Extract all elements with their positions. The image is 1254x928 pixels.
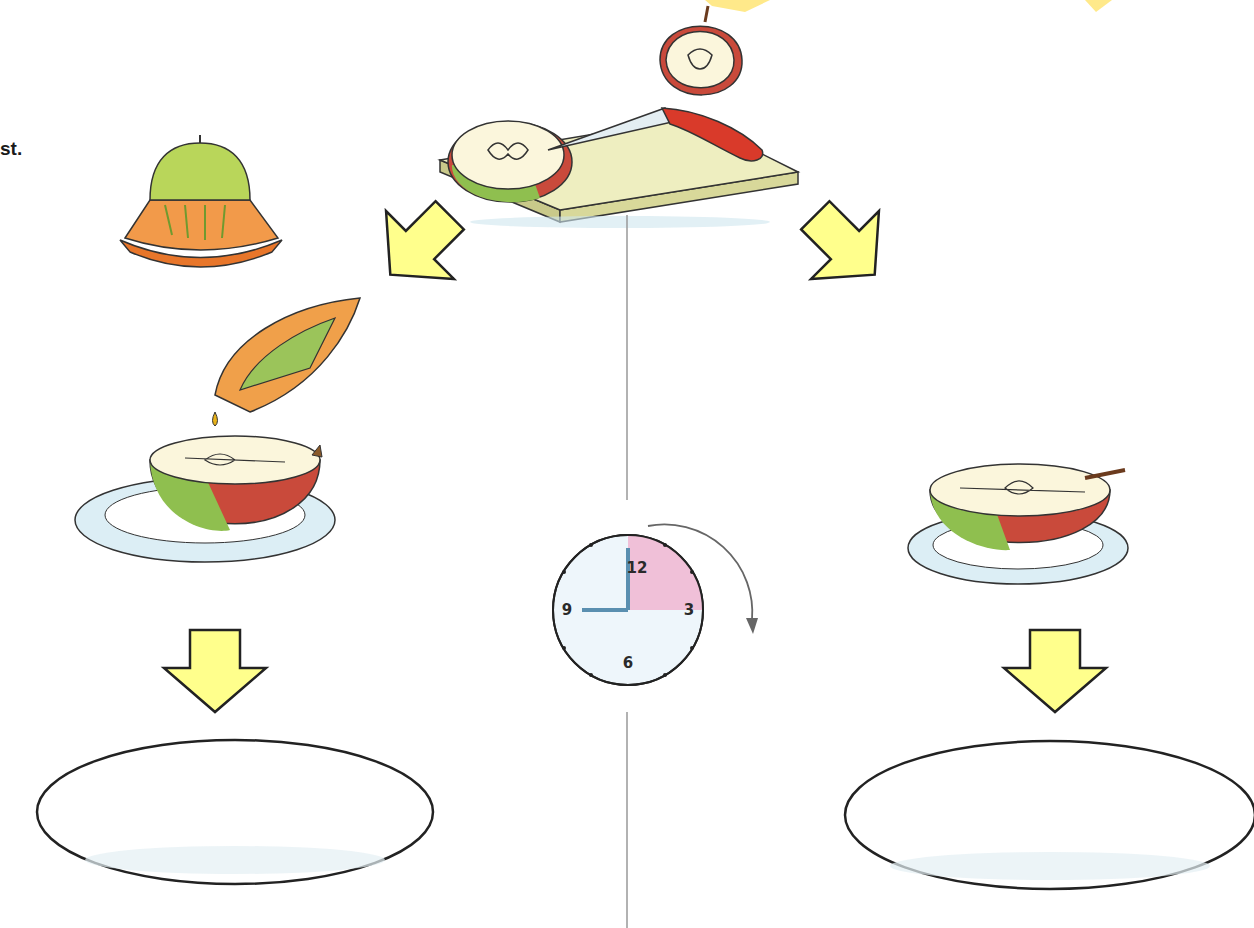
apple-half <box>660 6 742 95</box>
yellow-arrow <box>781 181 908 308</box>
apple-stem <box>705 6 708 22</box>
tick <box>690 646 694 650</box>
tick <box>562 570 566 574</box>
clock <box>553 524 758 685</box>
apple-flesh <box>930 464 1110 516</box>
empty-oval <box>37 740 433 884</box>
clock-rim <box>553 535 703 685</box>
clock-numeral: 12 <box>627 559 648 577</box>
pouring-squeezer <box>213 298 361 426</box>
tick <box>589 543 593 547</box>
shadow <box>85 846 385 874</box>
apple-skin <box>660 26 742 95</box>
tick <box>663 543 667 547</box>
apple-flesh <box>150 436 320 484</box>
clock-hand <box>626 548 630 610</box>
apple-core <box>688 49 712 69</box>
divider-line <box>626 712 628 928</box>
juice-drop <box>213 412 218 426</box>
clock-face <box>553 535 703 685</box>
lemon-squeezer <box>120 135 282 267</box>
shadow <box>890 852 1210 880</box>
apple-flesh <box>452 121 564 189</box>
time-arrow <box>648 524 752 620</box>
lemon-juice-lines <box>165 205 225 240</box>
lemon-half <box>150 143 250 200</box>
shadow <box>470 216 770 228</box>
apple-core <box>960 481 1085 494</box>
empty-oval <box>845 741 1254 889</box>
tick <box>663 673 667 677</box>
divider-line <box>626 215 628 500</box>
knife-blade <box>548 108 672 150</box>
apple-stem <box>312 445 322 457</box>
yellow-arrow <box>164 630 266 712</box>
clock-numeral: 6 <box>623 654 633 672</box>
knife-handle <box>662 108 763 161</box>
time-arrowhead <box>746 618 758 634</box>
clock-numeral: 9 <box>562 601 572 619</box>
plate-apple <box>908 464 1128 584</box>
apple-half <box>448 121 572 202</box>
apple-flesh <box>666 32 734 88</box>
squeezer-cone <box>240 318 335 390</box>
lemon-tip <box>199 135 201 143</box>
squeezer-cone <box>125 200 278 250</box>
cropped-text: st. <box>0 138 22 160</box>
knife <box>548 108 763 161</box>
apple-skin <box>448 122 572 202</box>
yellow-arrow <box>356 181 483 308</box>
apple-core <box>488 143 528 159</box>
tick <box>589 673 593 677</box>
squeezer-bowl <box>215 298 360 412</box>
apple-core <box>185 454 285 465</box>
cropped-arrow <box>705 0 770 12</box>
tick <box>562 646 566 650</box>
clock-numeral: 3 <box>684 601 694 619</box>
clock-hand <box>582 608 628 612</box>
yellow-arrow <box>1004 630 1106 712</box>
apple-stem <box>1085 470 1125 478</box>
cropped-arrow <box>1085 0 1112 12</box>
tick <box>690 570 694 574</box>
clock-ticks <box>562 543 694 677</box>
plate-apple <box>75 436 335 562</box>
